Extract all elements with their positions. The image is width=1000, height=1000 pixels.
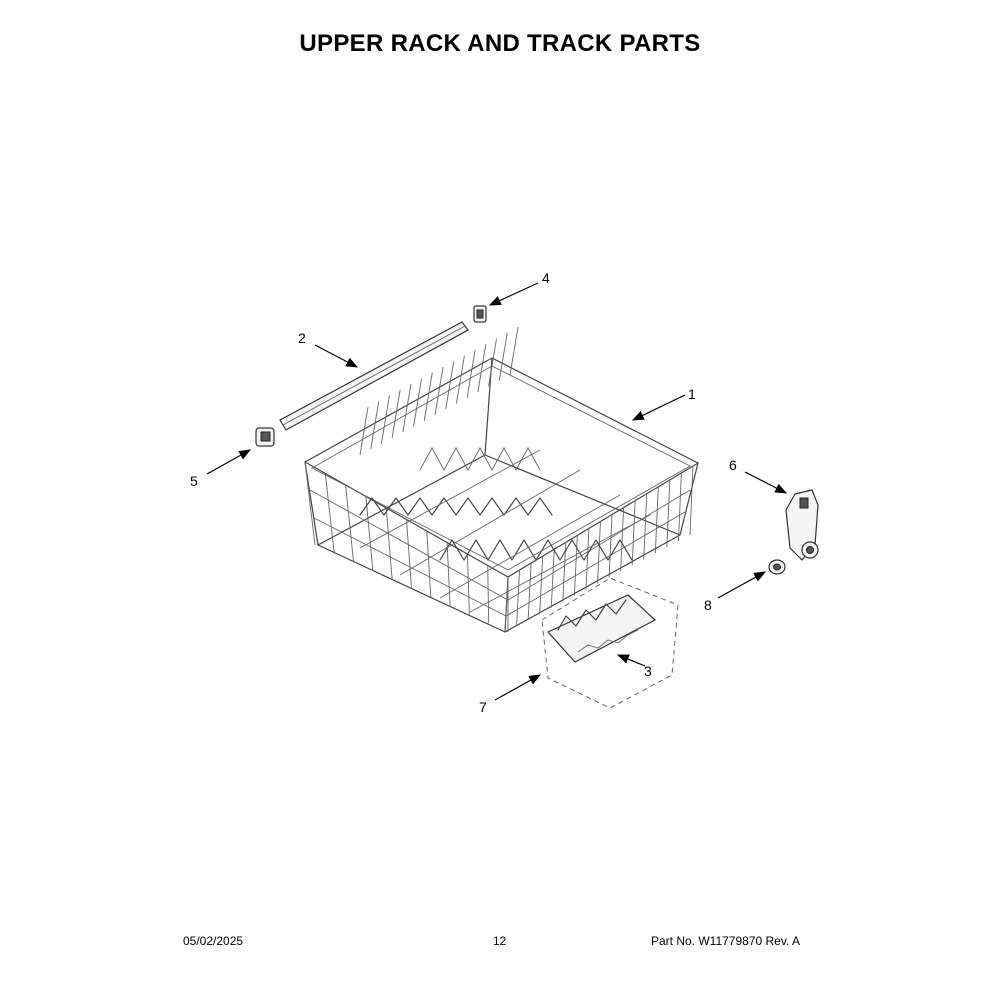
rack-side-wire bbox=[406, 519, 412, 589]
rack-tine-wire bbox=[413, 378, 423, 427]
upper-rack-basket bbox=[304, 326, 699, 633]
rack-tine-wire bbox=[359, 406, 369, 456]
callout-7: 7 bbox=[479, 699, 487, 715]
rack-front-wire bbox=[527, 562, 532, 620]
rack-tine-wire bbox=[477, 344, 487, 393]
rack-tine-wire bbox=[402, 384, 412, 433]
rack-front-wire bbox=[504, 576, 509, 633]
rack-tine-wire bbox=[434, 366, 444, 416]
rack-front-wire bbox=[539, 555, 544, 614]
rack-front-wire bbox=[631, 499, 636, 566]
rack-side-wire bbox=[385, 507, 393, 580]
rack-front-wire bbox=[677, 471, 682, 542]
rack-tine-wire bbox=[509, 326, 519, 376]
rack-side-wire bbox=[426, 530, 432, 598]
rack-front-wire bbox=[573, 534, 578, 596]
rack-side-wire bbox=[487, 565, 490, 624]
footer-part-number: Part No. W11779870 Rev. A bbox=[651, 934, 800, 948]
rack-front-wire bbox=[597, 520, 601, 584]
callout-4: 4 bbox=[542, 270, 550, 286]
callout-2: 2 bbox=[298, 330, 306, 346]
rack-side-wire bbox=[466, 553, 470, 615]
rack-front-wire bbox=[620, 506, 625, 572]
rack-front-wire bbox=[550, 548, 555, 608]
rack-front-wire bbox=[643, 492, 648, 560]
rail-end-cap-front bbox=[255, 427, 275, 447]
rack-tine-wire bbox=[423, 372, 433, 421]
rack-tine-wire bbox=[455, 355, 465, 404]
rack-tine-wire bbox=[498, 332, 508, 381]
callout-6: 6 bbox=[729, 457, 737, 473]
rack-tine-wire bbox=[445, 361, 455, 410]
callout-5: 5 bbox=[190, 473, 198, 489]
rack-side-wire bbox=[304, 461, 316, 546]
rack-side-wire bbox=[324, 473, 335, 554]
rack-front-wire bbox=[608, 513, 613, 578]
callout-labels: 1 2 3 4 5 6 7 8 bbox=[190, 270, 737, 715]
rack-front-wire bbox=[585, 527, 590, 590]
footer-page-number: 12 bbox=[493, 934, 507, 948]
rack-side-wire bbox=[365, 496, 374, 572]
track-rail bbox=[279, 321, 469, 431]
rack-front-wire bbox=[516, 569, 521, 626]
callout-3: 3 bbox=[644, 663, 652, 679]
rack-front-wire bbox=[689, 464, 694, 536]
callout-8: 8 bbox=[704, 597, 712, 613]
footer-date: 05/02/2025 bbox=[183, 934, 244, 948]
rack-tine-wire bbox=[466, 349, 476, 398]
rack-tine-wire bbox=[370, 401, 380, 450]
rail-end-cap-rear bbox=[473, 305, 487, 323]
leader-lines bbox=[206, 282, 788, 701]
rack-side-wire bbox=[345, 484, 355, 563]
rack-wheel bbox=[768, 559, 786, 575]
kit-outline bbox=[541, 577, 679, 709]
tine-clip bbox=[547, 594, 657, 663]
rack-front-wire bbox=[654, 485, 659, 554]
rack-tine-wire bbox=[391, 389, 401, 438]
rack-adjuster bbox=[785, 489, 819, 561]
page-title: UPPER RACK AND TRACK PARTS bbox=[299, 30, 701, 57]
rack-front-wire bbox=[666, 478, 671, 548]
rack-tine-wire bbox=[380, 395, 390, 444]
callout-1: 1 bbox=[688, 386, 696, 402]
rack-side-wire bbox=[446, 542, 451, 606]
rack-tine-wire bbox=[488, 338, 498, 387]
